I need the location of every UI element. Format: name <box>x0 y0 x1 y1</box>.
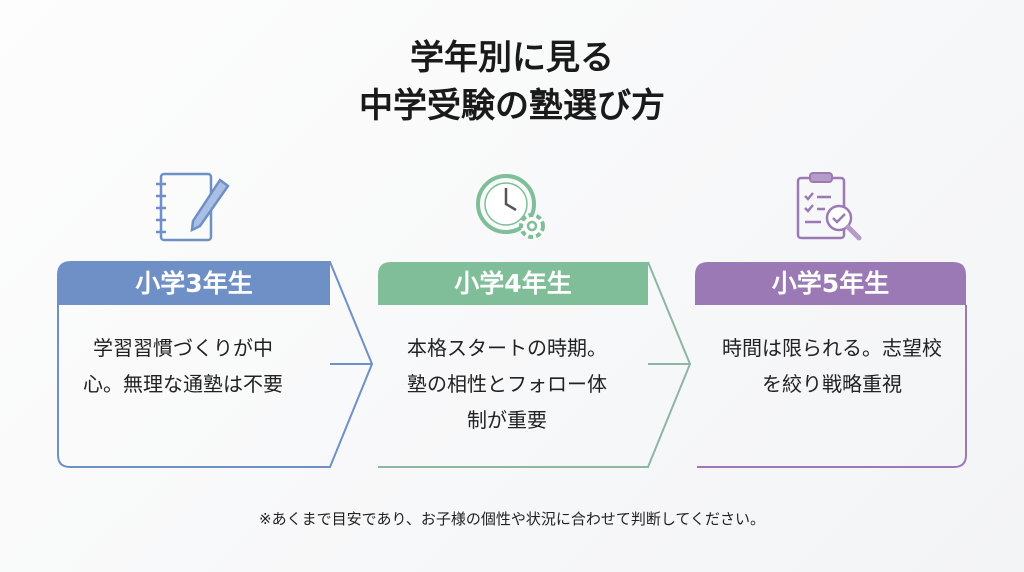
step-1-label: 小学3年生 <box>135 269 253 298</box>
step-3-label: 小学5年生 <box>771 269 890 298</box>
clipboard-magnifier-icon <box>796 172 862 241</box>
title-line-1: 学年別に見る <box>410 38 614 78</box>
step-2-label: 小学4年生 <box>454 269 572 298</box>
step-2-outline <box>378 261 692 468</box>
notebook-pencil-icon <box>156 172 230 242</box>
step-3-text: 時間は限られる。志望校を絞り戦略重視 <box>722 336 942 396</box>
step-1-text: 学習習慣づくりが中心。無理な通塾は不要 <box>83 336 283 396</box>
step-1-header-band <box>58 262 330 305</box>
title-line-2: 中学受験の塾選び方 <box>359 86 665 126</box>
step-2-text: 本格スタートの時期。塾の相性とフォロー体制が重要 <box>407 336 607 432</box>
step-1-outline <box>57 261 374 468</box>
step-3-outline <box>697 305 967 468</box>
footnote: ※あくまで目安であり、お子様の個性や状況に合わせて判断してください。 <box>259 510 765 528</box>
step-2-header-band <box>378 262 648 305</box>
step-3-header-band <box>695 262 966 305</box>
clock-gear-icon <box>476 174 545 239</box>
